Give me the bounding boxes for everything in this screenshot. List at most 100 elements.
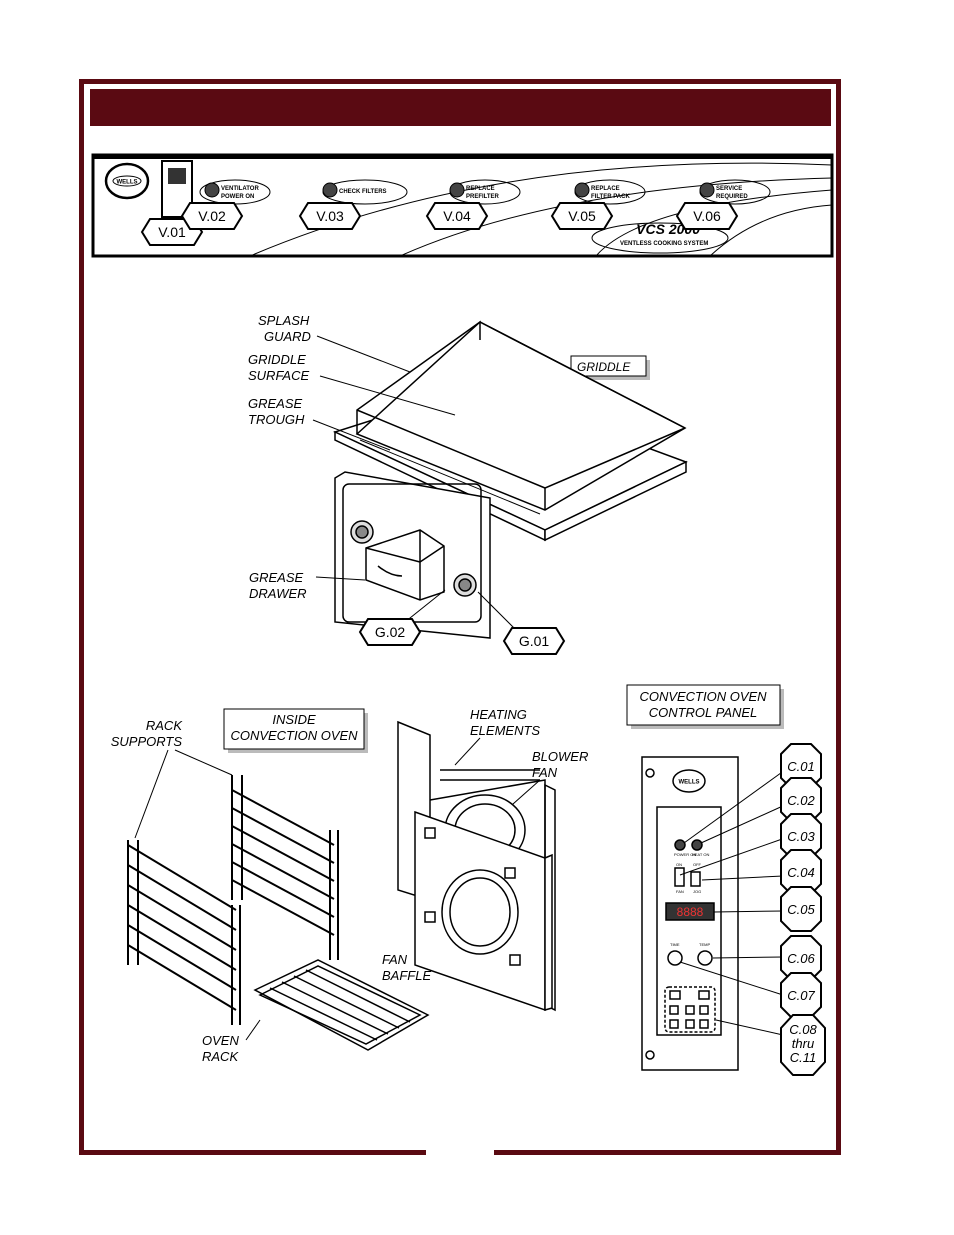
svg-text:OFF: OFF bbox=[693, 862, 702, 867]
inside-oven-title-box: INSIDE CONVECTION OVEN bbox=[223, 708, 368, 753]
svg-text:HEAT ON: HEAT ON bbox=[692, 852, 710, 857]
indicator-replace-filter-pack: REPLACE FILTER PACK bbox=[574, 179, 646, 205]
svg-text:V.06: V.06 bbox=[693, 208, 721, 224]
control-panel-logo: WELLS bbox=[679, 780, 700, 786]
oven-rack-drawing bbox=[253, 959, 430, 1051]
svg-text:FILTER PACK: FILTER PACK bbox=[591, 194, 630, 200]
callout-c07: C.07 bbox=[780, 972, 822, 1018]
svg-text:REPLACE: REPLACE bbox=[591, 186, 620, 192]
svg-text:C.08: C.08 bbox=[789, 1022, 817, 1037]
svg-text:V.01: V.01 bbox=[158, 224, 186, 240]
callout-c04: C.04 bbox=[780, 849, 822, 895]
svg-text:REQUIRED: REQUIRED bbox=[716, 194, 748, 200]
inside-oven-section: INSIDE CONVECTION OVEN RACK SUPPORTS OVE… bbox=[111, 707, 589, 1064]
callout-g02: G.02 bbox=[359, 618, 421, 646]
svg-text:BLOWER: BLOWER bbox=[532, 749, 588, 764]
callout-c01: C.01 bbox=[780, 743, 822, 789]
svg-text:SURFACE: SURFACE bbox=[248, 368, 309, 383]
svg-text:CONVECTION OVEN: CONVECTION OVEN bbox=[230, 728, 358, 743]
svg-text:CONTROL PANEL: CONTROL PANEL bbox=[649, 705, 758, 720]
svg-text:V.02: V.02 bbox=[198, 208, 226, 224]
ventilator-panel: WELLS VENTILATOR POWER ON CHECK FILTERS … bbox=[91, 153, 834, 258]
svg-text:C.06: C.06 bbox=[787, 951, 815, 966]
callout-v01: V.01 bbox=[141, 218, 203, 246]
control-panel-drawing bbox=[641, 756, 739, 1071]
callout-c08-c11: C.08 thru C.11 bbox=[780, 1014, 826, 1076]
svg-text:C.07: C.07 bbox=[787, 988, 815, 1003]
svg-text:V.03: V.03 bbox=[316, 208, 344, 224]
callout-v05: V.05 bbox=[551, 202, 613, 230]
svg-text:ON: ON bbox=[676, 862, 682, 867]
svg-text:TROUGH: TROUGH bbox=[248, 412, 305, 427]
callout-g01: G.01 bbox=[503, 627, 565, 655]
callout-c05: C.05 bbox=[780, 886, 822, 932]
svg-text:DRAWER: DRAWER bbox=[249, 586, 307, 601]
griddle-labels: SPLASH GUARD GRIDDLE SURFACE GREASE TROU… bbox=[248, 313, 456, 601]
svg-text:C.03: C.03 bbox=[787, 829, 815, 844]
svg-text:GUARD: GUARD bbox=[264, 329, 311, 344]
griddle-drawing bbox=[332, 320, 688, 639]
indicator-label-2: CHECK FILTERS bbox=[339, 189, 387, 195]
svg-text:C.01: C.01 bbox=[787, 759, 814, 774]
callout-c02: C.02 bbox=[780, 777, 822, 823]
indicator-label-1b: POWER ON bbox=[221, 194, 254, 200]
griddle-title-box: GRIDDLE bbox=[570, 355, 650, 380]
svg-text:RACK: RACK bbox=[202, 1049, 239, 1064]
callout-c03: C.03 bbox=[780, 813, 822, 859]
svg-text:PREFILTER: PREFILTER bbox=[466, 194, 500, 200]
svg-text:FAN: FAN bbox=[676, 889, 684, 894]
callout-v04: V.04 bbox=[426, 202, 488, 230]
callout-v03: V.03 bbox=[299, 202, 361, 230]
svg-text:ELEMENTS: ELEMENTS bbox=[470, 723, 540, 738]
svg-text:C.11: C.11 bbox=[790, 1050, 817, 1065]
control-panel-section: CONVECTION OVEN CONTROL PANEL bbox=[626, 684, 826, 1076]
wells-logo-text: WELLS bbox=[117, 180, 138, 186]
svg-text:CONVECTION OVEN: CONVECTION OVEN bbox=[639, 689, 767, 704]
product-subtitle: VENTLESS COOKING SYSTEM bbox=[620, 241, 708, 247]
callout-v06: V.06 bbox=[676, 202, 738, 230]
header-bar bbox=[90, 89, 831, 126]
svg-text:TEMP: TEMP bbox=[699, 942, 710, 947]
svg-text:GRIDDLE: GRIDDLE bbox=[248, 352, 306, 367]
svg-text:SERVICE: SERVICE bbox=[716, 186, 742, 192]
page-border bbox=[79, 79, 841, 1155]
svg-text:SUPPORTS: SUPPORTS bbox=[111, 734, 183, 749]
svg-text:REPLACE: REPLACE bbox=[466, 186, 495, 192]
rack-support-left bbox=[127, 840, 241, 1025]
svg-text:INSIDE: INSIDE bbox=[272, 712, 316, 727]
svg-text:G.02: G.02 bbox=[375, 624, 406, 640]
svg-text:TIME: TIME bbox=[670, 942, 680, 947]
indicator-check-filters: CHECK FILTERS bbox=[322, 179, 408, 205]
svg-text:POWER ON: POWER ON bbox=[674, 852, 696, 857]
svg-text:OVEN: OVEN bbox=[202, 1033, 239, 1048]
svg-text:FAN: FAN bbox=[532, 765, 558, 780]
griddle-section: GRIDDLE SPLASH GUARD bbox=[248, 313, 688, 655]
svg-text:GREASE: GREASE bbox=[248, 396, 303, 411]
svg-text:C.04: C.04 bbox=[787, 865, 814, 880]
svg-text:C.05: C.05 bbox=[787, 902, 815, 917]
svg-text:BAFFLE: BAFFLE bbox=[382, 968, 431, 983]
indicator-label-1a: VENTILATOR bbox=[221, 186, 259, 192]
wells-logo: WELLS bbox=[104, 162, 150, 200]
svg-text:V.04: V.04 bbox=[443, 208, 471, 224]
blower-fan-drawing bbox=[397, 720, 556, 1012]
indicator-power-on: VENTILATOR POWER ON bbox=[199, 179, 271, 205]
svg-text:C.02: C.02 bbox=[787, 793, 815, 808]
svg-text:HEATING: HEATING bbox=[470, 707, 527, 722]
svg-text:RACK: RACK bbox=[146, 718, 183, 733]
svg-text:thru: thru bbox=[792, 1036, 814, 1051]
svg-text:G.01: G.01 bbox=[519, 633, 550, 649]
svg-text:FAN: FAN bbox=[382, 952, 408, 967]
griddle-title: GRIDDLE bbox=[577, 360, 631, 374]
indicator-service-required: SERVICE REQUIRED bbox=[699, 179, 771, 205]
callout-v02: V.02 bbox=[181, 202, 243, 230]
svg-text:SPLASH: SPLASH bbox=[258, 313, 310, 328]
svg-text:GREASE: GREASE bbox=[249, 570, 304, 585]
svg-text:JOG: JOG bbox=[693, 889, 701, 894]
rack-support-right bbox=[231, 775, 339, 960]
indicator-replace-prefilter: REPLACE PREFILTER bbox=[449, 179, 521, 205]
svg-text:V.05: V.05 bbox=[568, 208, 596, 224]
callout-c06: C.06 bbox=[780, 935, 822, 981]
temp-display: 8888 bbox=[677, 905, 704, 919]
